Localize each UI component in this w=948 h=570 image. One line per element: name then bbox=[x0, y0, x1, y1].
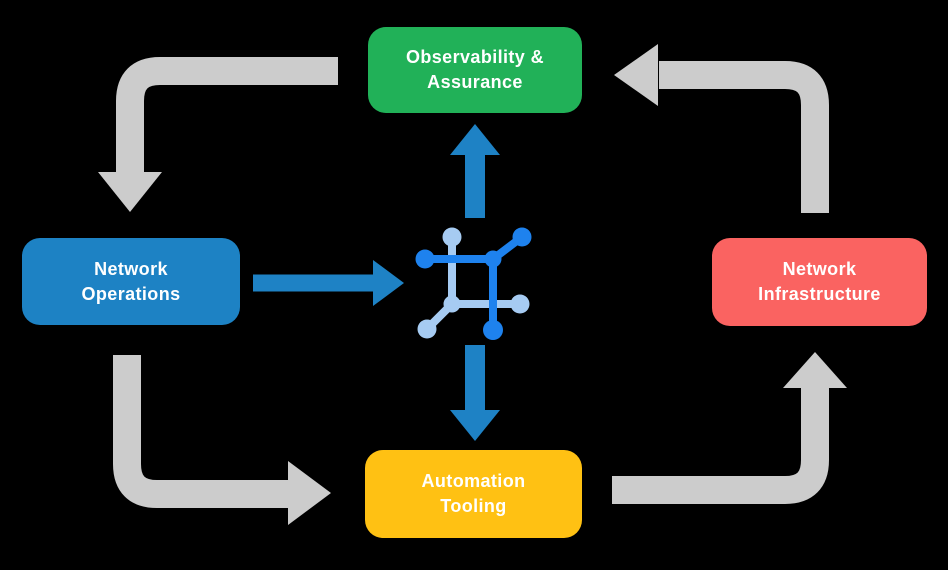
gray-arrow-top-right bbox=[614, 44, 829, 213]
gray-arrow-top-left-shaft bbox=[116, 57, 338, 173]
gray-arrow-bottom-right-head bbox=[783, 352, 847, 388]
gray-arrow-bottom-left bbox=[113, 355, 331, 525]
gray-arrow-top-left bbox=[98, 57, 338, 212]
gray-arrow-top-left-head bbox=[98, 172, 162, 212]
gray-arrow-bottom-left-head bbox=[288, 461, 331, 525]
icon-light-node-bottom-left bbox=[417, 319, 437, 339]
node-network-infrastructure: Network Infrastructure bbox=[712, 238, 927, 326]
gray-arrow-top-right-head bbox=[614, 44, 658, 106]
icon-light-node-top bbox=[442, 227, 462, 247]
network-nodes-icon bbox=[415, 227, 532, 340]
blue-arrow-up bbox=[450, 124, 500, 218]
icon-dark-node-top-right bbox=[512, 227, 532, 247]
icon-dark-junction-node bbox=[484, 250, 502, 268]
icon-dark-node-left bbox=[415, 249, 435, 269]
node-label-line: Network bbox=[94, 258, 168, 279]
gray-arrow-bottom-right-shaft bbox=[612, 388, 829, 504]
node-automation-tooling: Automation Tooling bbox=[365, 450, 582, 538]
node-label-line: Observability & bbox=[405, 47, 545, 67]
node-network-operations: Network Operations bbox=[22, 238, 240, 325]
blue-arrow-right bbox=[253, 260, 404, 306]
gray-arrow-bottom-right bbox=[612, 352, 847, 504]
node-label-line: Network bbox=[782, 259, 857, 279]
icon-light-junction-node bbox=[443, 295, 461, 313]
blue-arrow-up-head bbox=[450, 124, 500, 155]
icon-dark-node-bottom bbox=[483, 320, 503, 340]
node-label-line: Infrastructure bbox=[758, 284, 881, 304]
blue-arrow-down-head bbox=[450, 410, 500, 441]
node-label-line: Assurance bbox=[427, 72, 523, 92]
blue-arrow-down bbox=[450, 345, 500, 441]
gray-arrow-bottom-left-shaft bbox=[113, 355, 289, 508]
node-label-line: Tooling bbox=[440, 496, 507, 516]
node-observability-assurance: Observability & Assurance bbox=[368, 27, 582, 113]
blue-arrow-right-head bbox=[373, 260, 404, 306]
gray-arrow-top-right-shaft bbox=[659, 61, 829, 213]
icon-light-node-right bbox=[510, 294, 530, 314]
node-label-line: Automation bbox=[421, 471, 526, 491]
node-label-line: Operations bbox=[81, 283, 181, 304]
